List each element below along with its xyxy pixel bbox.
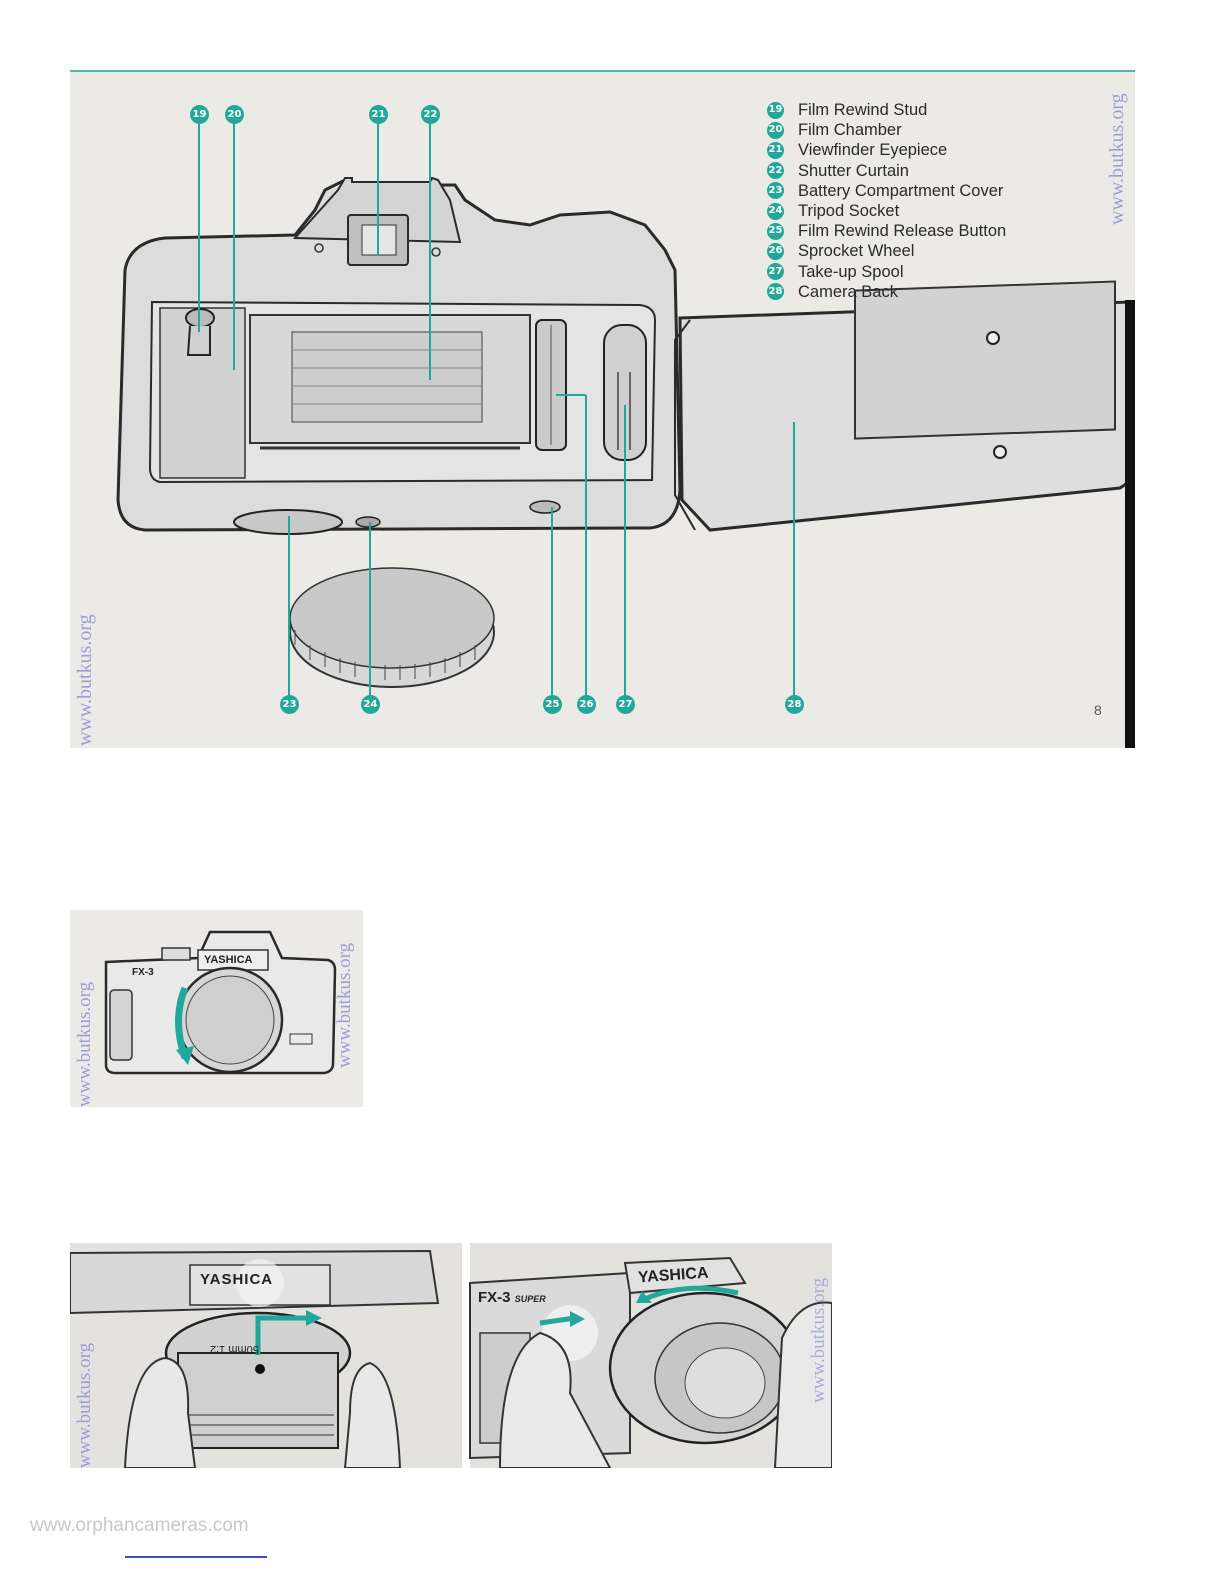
- thumb-brand: YASHICA: [204, 954, 253, 966]
- watermark-lens-left: www.butkus.org: [74, 1342, 95, 1468]
- panel-edge: [1125, 300, 1135, 748]
- lens-right-model-suffix: SUPER: [514, 1294, 546, 1304]
- callout-28: 28: [785, 695, 804, 714]
- callout-26: 26: [577, 695, 596, 714]
- legend-item: 21 Viewfinder Eyepiece: [767, 140, 1006, 160]
- lens-bottom-drawing: [289, 567, 495, 688]
- legend-label: Sprocket Wheel: [798, 242, 915, 261]
- footer-underline: [125, 1556, 267, 1558]
- legend-label: Film Rewind Stud: [798, 101, 928, 119]
- legend-number: 19: [767, 101, 784, 119]
- camera-front-illustration: YASHICA FX-3 www.butkus.org www.butkus.o…: [70, 910, 363, 1107]
- lens-right-model-text: FX-3: [478, 1289, 511, 1306]
- lens-right-model: FX-3 SUPER: [478, 1289, 546, 1306]
- legend-label: Camera Back: [798, 282, 898, 301]
- pressure-plate: [854, 280, 1116, 440]
- legend-number: 21: [767, 141, 784, 159]
- callout-22: 22: [421, 105, 440, 124]
- watermark-thumb-right: www.butkus.org: [334, 942, 355, 1068]
- legend-label: Battery Compartment Cover: [798, 181, 1004, 200]
- legend-label: Shutter Curtain: [798, 161, 909, 180]
- watermark-left: www.butkus.org: [74, 614, 96, 746]
- legend-item: 25 Film Rewind Release Button: [767, 221, 1006, 241]
- callout-27: 27: [616, 695, 635, 714]
- panel-top-rule: [70, 70, 1135, 72]
- parts-legend: 19 Film Rewind Stud 20 Film Chamber 21 View…: [767, 100, 1006, 302]
- callout-21: 21: [369, 105, 388, 124]
- legend-item: 28 Camera Back: [767, 282, 1006, 302]
- legend-item: 26 Sprocket Wheel: [767, 241, 1006, 261]
- lens-mounting-illustrations: YASHICA 50mm 1:2 YASHICA FX-3 SUPER www.…: [70, 1243, 832, 1468]
- legend-number: 25: [767, 222, 784, 240]
- legend-number: 26: [767, 242, 784, 260]
- callout-25: 25: [543, 695, 562, 714]
- watermark-right: www.butkus.org: [1106, 93, 1128, 225]
- callout-24: 24: [361, 695, 380, 714]
- legend-label: Viewfinder Eyepiece: [798, 141, 948, 160]
- legend-item: 23 Battery Compartment Cover: [767, 181, 1006, 201]
- legend-item: 27 Take-up Spool: [767, 262, 1006, 282]
- legend-number: 23: [767, 182, 784, 200]
- legend-number: 28: [767, 283, 784, 301]
- thumb-model: FX-3: [132, 967, 154, 978]
- legend-label: Film Chamber: [798, 121, 902, 140]
- watermark-thumb-left: www.butkus.org: [74, 981, 95, 1107]
- callout-19: 19: [190, 105, 209, 124]
- legend-number: 24: [767, 202, 784, 220]
- footer-site-link[interactable]: www.orphancameras.com: [30, 1515, 249, 1536]
- legend-item: 22 Shutter Curtain: [767, 161, 1006, 181]
- film-chamber: [159, 307, 246, 479]
- legend-label: Take-up Spool: [798, 262, 904, 281]
- legend-item: 24 Tripod Socket: [767, 201, 1006, 221]
- page-number: 8: [1094, 702, 1102, 718]
- legend-item: 20 Film Chamber: [767, 120, 1006, 140]
- watermark-lens-right: www.butkus.org: [808, 1277, 829, 1403]
- legend-item: 19 Film Rewind Stud: [767, 100, 1006, 120]
- camera-front-drawing: [104, 930, 337, 1075]
- legend-label: Film Rewind Release Button: [798, 222, 1007, 241]
- legend-number: 22: [767, 162, 784, 180]
- callout-23: 23: [280, 695, 299, 714]
- legend-number: 27: [767, 263, 784, 281]
- lens-mounting-drawing: [70, 1243, 832, 1468]
- callout-20: 20: [225, 105, 244, 124]
- camera-body-drawing: [116, 122, 1134, 695]
- legend-label: Tripod Socket: [798, 201, 900, 220]
- lens-left-label: 50mm 1:2: [210, 1343, 259, 1355]
- lens-left-brand: YASHICA: [200, 1271, 274, 1288]
- legend-number: 20: [767, 121, 784, 139]
